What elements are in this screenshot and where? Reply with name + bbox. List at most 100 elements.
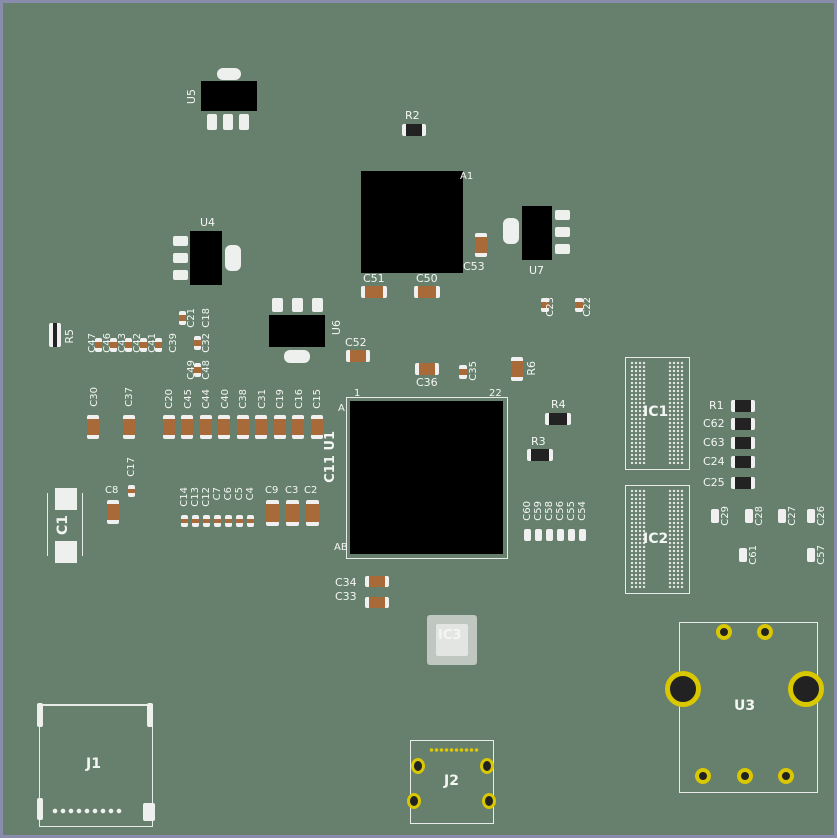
u1-outline: [346, 397, 508, 559]
c7-component: [214, 515, 221, 527]
c9-component: [266, 500, 279, 526]
c17-label: C17: [126, 457, 137, 477]
u4-tab-pad: [225, 245, 241, 271]
r4-component: [545, 413, 571, 425]
c62-label: C62: [703, 417, 725, 430]
c22-label: C22: [582, 297, 593, 317]
c37-component: [123, 415, 135, 439]
c18-label: C18: [201, 308, 212, 328]
c23-label: C23: [545, 297, 556, 317]
j2-shield-pad: [411, 758, 425, 774]
c40-label: C40: [220, 389, 231, 409]
r6-component: [511, 357, 523, 381]
c36-component: [415, 363, 439, 375]
c16-component: [292, 415, 304, 439]
u7-pin-pad: [555, 210, 570, 220]
c4-label: C4: [245, 487, 256, 501]
r1-component: [731, 400, 755, 412]
c55-component: [568, 529, 575, 541]
j2-shield-pad: [480, 758, 494, 774]
u6-chip: [269, 315, 325, 347]
c6-component: [225, 515, 232, 527]
u1-pin-col-22: 22: [489, 388, 502, 399]
c31-label: C31: [257, 389, 268, 409]
c33-label: C33: [335, 590, 357, 603]
c30-label: C30: [89, 387, 100, 407]
c36-label: C36: [416, 376, 438, 389]
c8-label: C8: [105, 485, 119, 496]
u3-pin: [757, 624, 773, 640]
c45-component: [181, 415, 193, 439]
c47-component: [95, 338, 102, 352]
j2-outline: [410, 740, 494, 824]
c1-pad: [55, 541, 77, 563]
u6-pin-pad: [292, 298, 303, 312]
c4-component: [247, 515, 254, 527]
c19-component: [274, 415, 286, 439]
c24-label: C24: [703, 455, 725, 468]
c15-component: [311, 415, 323, 439]
c38-component: [237, 415, 249, 439]
ic2-pads-left: [630, 489, 646, 588]
c29-label: C29: [720, 506, 731, 526]
ic3-thermal-pad: [436, 624, 468, 656]
u6-tab-pad: [284, 350, 310, 363]
c44-component: [200, 415, 212, 439]
u3-mount-hole: [665, 671, 701, 707]
j1-pin-pads: [51, 806, 123, 816]
u3-pin: [716, 624, 732, 640]
c48-component: [194, 363, 201, 377]
top-ic-pin-label: A1: [460, 171, 474, 182]
c14-component: [181, 515, 188, 527]
ic2-outline: [625, 485, 690, 594]
u4-pin-pad: [173, 236, 188, 246]
ic2-label: IC2: [643, 531, 669, 547]
c42-component: [140, 338, 147, 352]
ic1-pads-left: [630, 361, 646, 464]
j1-mount-pad: [37, 798, 43, 820]
c9-label: C9: [265, 485, 279, 496]
u3-pin: [778, 768, 794, 784]
c58-component: [546, 529, 553, 541]
j1-label: J1: [86, 756, 101, 772]
u5-chip: [201, 81, 257, 111]
c32-component: [194, 336, 201, 350]
c54-component: [579, 529, 586, 541]
c54-label: C54: [577, 501, 588, 521]
c50-label: C50: [416, 272, 438, 285]
c61-component: [739, 548, 747, 562]
c56-component: [557, 529, 564, 541]
c21-label: C21: [186, 308, 197, 328]
ic1-label: IC1: [643, 404, 669, 420]
c38-label: C38: [238, 389, 249, 409]
c48-label: C48: [201, 360, 212, 380]
u1-pin-col-1: 1: [354, 388, 361, 399]
u5-tab-pad: [217, 68, 241, 80]
c35-label: C35: [468, 361, 479, 381]
j1-mount-pad: [143, 803, 155, 821]
r3-component: [527, 449, 553, 461]
r1-label: R1: [709, 399, 724, 412]
r2-component: [402, 124, 426, 136]
c20-label: C20: [164, 389, 175, 409]
r2-label: R2: [405, 109, 420, 122]
c15-label: C15: [312, 389, 323, 409]
u5-pin-pad: [207, 114, 217, 130]
c57-component: [807, 548, 815, 562]
top-ic-chip: [361, 171, 463, 273]
j1-mount-pad: [37, 703, 43, 727]
u7-chip: [522, 206, 552, 260]
c33-component: [365, 597, 389, 608]
c31-component: [255, 415, 267, 439]
r4-label: R4: [551, 398, 566, 411]
j2-shield-pad: [407, 793, 421, 809]
c19-label: C19: [275, 389, 286, 409]
u4-pin-pad: [173, 270, 188, 280]
c52-label: C52: [345, 336, 367, 349]
c51-component: [361, 286, 387, 298]
c29-component: [711, 509, 719, 523]
c57-label: C57: [816, 545, 827, 565]
c28-label: C28: [754, 506, 765, 526]
c21-component: [179, 311, 186, 325]
c59-component: [535, 529, 542, 541]
